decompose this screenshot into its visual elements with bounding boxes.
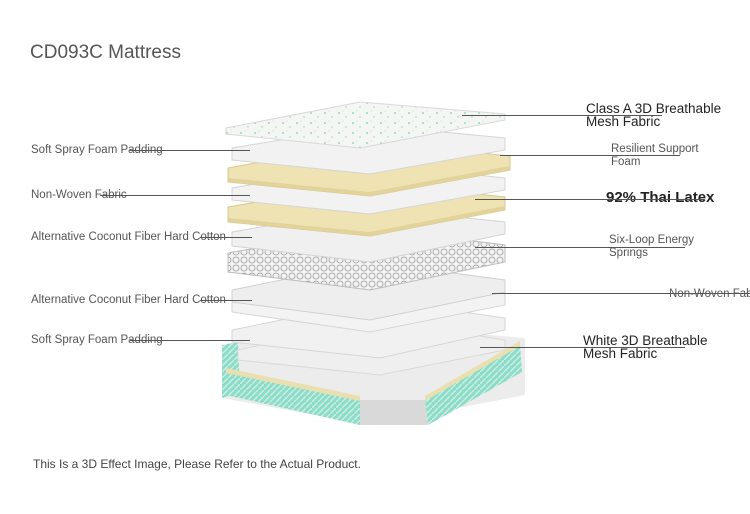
label-soft-spray-foam-top: Soft Spray Foam Padding <box>31 144 163 156</box>
leader-line <box>200 300 252 301</box>
page-title: CD093C Mattress <box>30 42 181 63</box>
label-coconut-bottom: Alternative Coconut Fiber Hard Cotton <box>31 294 226 306</box>
leader-line <box>200 237 252 238</box>
leader-line <box>130 150 250 151</box>
label-thai-latex: 92% Thai Latex <box>606 189 715 206</box>
label-non-woven-right: Non-Woven Fab <box>669 288 750 300</box>
leader-line <box>492 293 750 294</box>
leader-line <box>475 199 705 200</box>
leader-line <box>130 340 250 341</box>
leader-line <box>500 155 680 156</box>
leader-line <box>100 195 250 196</box>
leader-line <box>480 347 685 348</box>
leader-line <box>475 247 685 248</box>
label-soft-spray-foam-bottom: Soft Spray Foam Padding <box>31 334 163 346</box>
disclaimer-footnote: This Is a 3D Effect Image, Please Refer … <box>33 457 361 471</box>
layer-top-mesh <box>225 101 506 149</box>
label-coconut-top: Alternative Coconut Fiber Hard Cotton <box>31 231 226 243</box>
label-non-woven-top: Non-Woven Fabric <box>31 189 127 201</box>
leader-line <box>462 115 662 116</box>
